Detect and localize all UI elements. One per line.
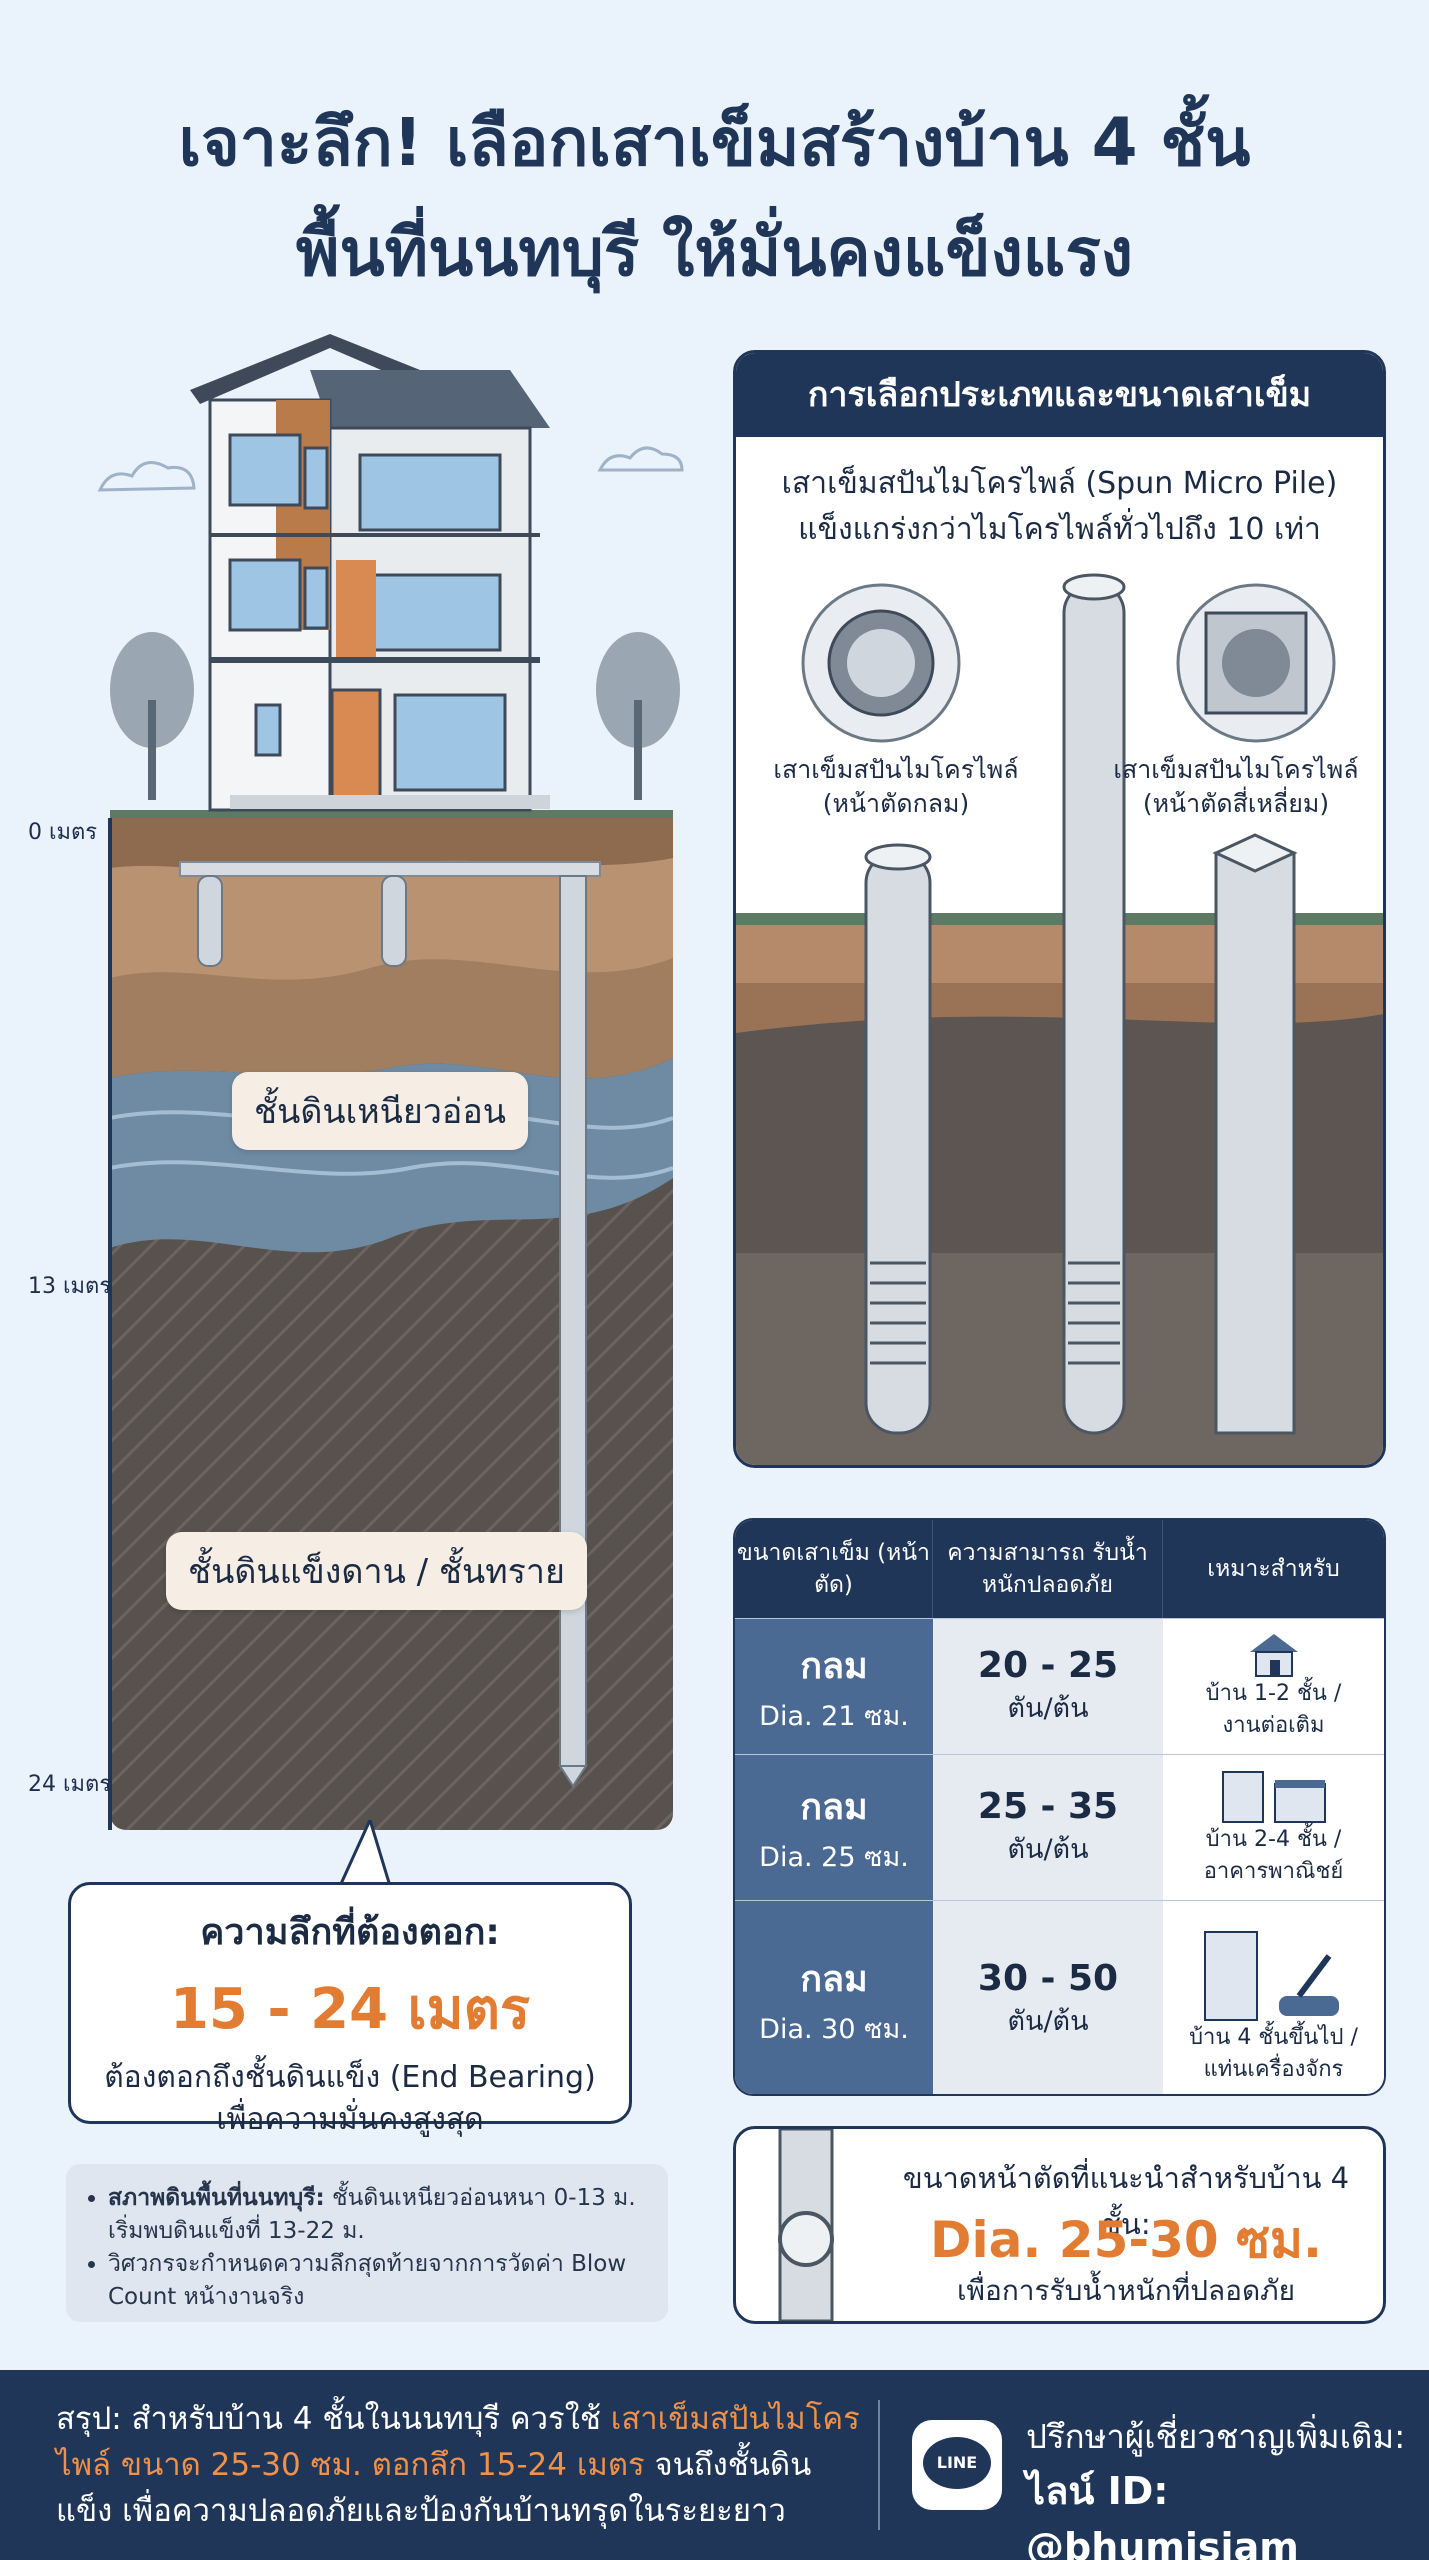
load-unit: ตัน/ต้น [1007, 1692, 1089, 1724]
table-header: ขนาดเสาเข็ม (หน้าตัด) ความสามารถ รับน้ำห… [735, 1520, 1384, 1618]
soil-notes: สภาพดินพื้นที่นนทบุรี: ชั้นดินเหนียวอ่อน… [66, 2164, 668, 2322]
contact-cta[interactable]: ปรึกษาผู้เชี่ยวชาญเพิ่มเติม: ไลน์ ID: @b… [1026, 2410, 1429, 2560]
soft-clay-label: ชั้นดินเหนียวอ่อน [232, 1072, 529, 1150]
pile-diameter: Dia. 30 ซม. [759, 2013, 909, 2045]
usage-line-2: แท่นเครื่องจักร [1203, 2057, 1344, 2082]
table-row: กลม Dia. 21 ซม. 20 - 25 ตัน/ต้น บ้าน 1-2 ช… [735, 1618, 1384, 1754]
depth-callout: ความลึกที่ต้องตอก: 15 - 24 เมตร ต้องตอกถ… [68, 1882, 632, 2137]
summary-footer: สรุป: สำหรับบ้าน 4 ชั้นในนนทบุรี ควรใช้ … [0, 2370, 1429, 2560]
pile-panel-subtitle: เสาเข็มสปันไมโครไพล์ (Spun Micro Pile) แ… [781, 466, 1338, 547]
load-unit: ตัน/ต้น [1007, 1833, 1089, 1865]
callout-pointer [338, 1820, 392, 1886]
round-section-icon [801, 583, 961, 743]
pile-diameter: Dia. 21 ซม. [759, 1700, 909, 1732]
title-line-2: พื้นที่นนทบุรี ให้มั่นคงแข็งแรง [295, 214, 1134, 291]
usage-line-1: บ้าน 1-2 ชั้น / [1205, 1681, 1342, 1706]
recommendation-title: ขนาดหน้าตัดที่แนะนำสำหรับบ้าน 4 ชั้น: [902, 2161, 1350, 2241]
callout-line-1: ต้องตอกถึงชั้นดินแข็ง (End Bearing) [104, 2060, 596, 2095]
building-icon [1221, 1771, 1326, 1823]
house-illustration [97, 334, 684, 830]
load-range: 20 - 25 [977, 1644, 1119, 1686]
load-unit: ตัน/ต้น [1007, 2005, 1089, 2037]
pile-illustration [736, 573, 1383, 1465]
pile-size-table: ขนาดเสาเข็ม (หน้าตัด) ความสามารถ รับน้ำห… [733, 1518, 1386, 2096]
callout-line-2: เพื่อความมั่นคงสูงสุด [216, 2102, 484, 2137]
recommendation-value: Dia. 25-30 ซม. [930, 2211, 1322, 2269]
usage-line-1: บ้าน 4 ชั้นขึ้นไป / [1189, 2025, 1358, 2050]
title-line-1: เจาะลึก! เลือกเสาเข็มสร้างบ้าน 4 ชั้น [178, 104, 1251, 181]
pile-type-panel: การเลือกประเภทและขนาดเสาเข็ม เสาเข็มสปัน… [733, 350, 1386, 1468]
line-id: ไลน์ ID: @bhumisiam [1026, 2469, 1299, 2560]
load-range: 30 - 50 [977, 1957, 1119, 1999]
cloud-icon [97, 446, 684, 492]
soil-cross-section [110, 818, 673, 1830]
hard-soil-label: ชั้นดินแข็งดาน / ชั้นทราย [166, 1532, 587, 1610]
footer-divider [878, 2400, 880, 2530]
crane-building-icon [1203, 1931, 1339, 2021]
depth-label-24: 24 เมตร [28, 1772, 112, 1797]
line-icon[interactable]: LINE [912, 2420, 1002, 2510]
round-pile-caption: เสาเข็มสปันไมโครไพล์ (หน้าตัดกลม) [773, 755, 1019, 818]
pile-shape: กลม [800, 1958, 868, 2000]
recommendation-box: ขนาดหน้าตัดที่แนะนำสำหรับบ้าน 4 ชั้น: Di… [733, 2126, 1386, 2324]
table-row: กลม Dia. 30 ซม. 30 - 50 ตัน/ต้น บ้าน 4 ชั้… [735, 1900, 1384, 2094]
callout-depth-value: 15 - 24 เมตร [169, 1977, 531, 2042]
usage-line-2: งานต่อเติม [1222, 1713, 1325, 1738]
depth-label-0: 0 เมตร [28, 820, 98, 845]
pile-diameter: Dia. 25 ซม. [759, 1841, 909, 1873]
table-row: กลม Dia. 25 ซม. 25 - 35 ตัน/ต้น บ้าน 2-4 ช… [735, 1754, 1384, 1900]
note-item-2: วิศวกรจะกำหนดความลึกสุดท้ายจากการวัดค่า … [108, 2248, 646, 2314]
load-range: 25 - 35 [977, 1785, 1119, 1827]
page-title: เจาะลึก! เลือกเสาเข็มสร้างบ้าน 4 ชั้น พื… [0, 88, 1429, 308]
recommendation-sub: เพื่อการรับน้ำหนักที่ปลอดภัย [956, 2274, 1296, 2307]
summary-text: สรุป: สำหรับบ้าน 4 ชั้นในนนทบุรี ควรใช้ … [56, 2401, 860, 2529]
contact-cta-line-1: ปรึกษาผู้เชี่ยวชาญเพิ่มเติม: [1026, 2417, 1406, 2456]
table-header-capacity: ความสามารถ รับน้ำหนักปลอดภัย [933, 1520, 1163, 1618]
square-section-icon [1176, 583, 1336, 743]
callout-heading: ความลึกที่ต้องตอก: [200, 1912, 500, 1953]
note-item-1: สภาพดินพื้นที่นนทบุรี: ชั้นดินเหนียวอ่อน… [108, 2182, 646, 2248]
square-pile-caption: เสาเข็มสปันไมโครไพล์ (หน้าตัดสี่เหลี่ยม) [1113, 755, 1359, 818]
depth-ruler [108, 818, 112, 1830]
usage-line-2: อาคารพาณิชย์ [1203, 1859, 1344, 1884]
pile-panel-header: การเลือกประเภทและขนาดเสาเข็ม [736, 353, 1383, 437]
tree-icon [110, 632, 680, 800]
pile-shape: กลม [800, 1786, 868, 1828]
pile-cross-section-icon [778, 2129, 834, 2321]
usage-line-1: บ้าน 2-4 ชั้น / [1205, 1827, 1342, 1852]
pile-shape: กลม [800, 1645, 868, 1687]
table-header-usage: เหมาะสำหรับ [1207, 1556, 1340, 1582]
depth-label-13: 13 เมตร [28, 1274, 112, 1299]
table-header-size: ขนาดเสาเข็ม (หน้าตัด) [735, 1520, 933, 1618]
house-icon [1249, 1634, 1298, 1677]
